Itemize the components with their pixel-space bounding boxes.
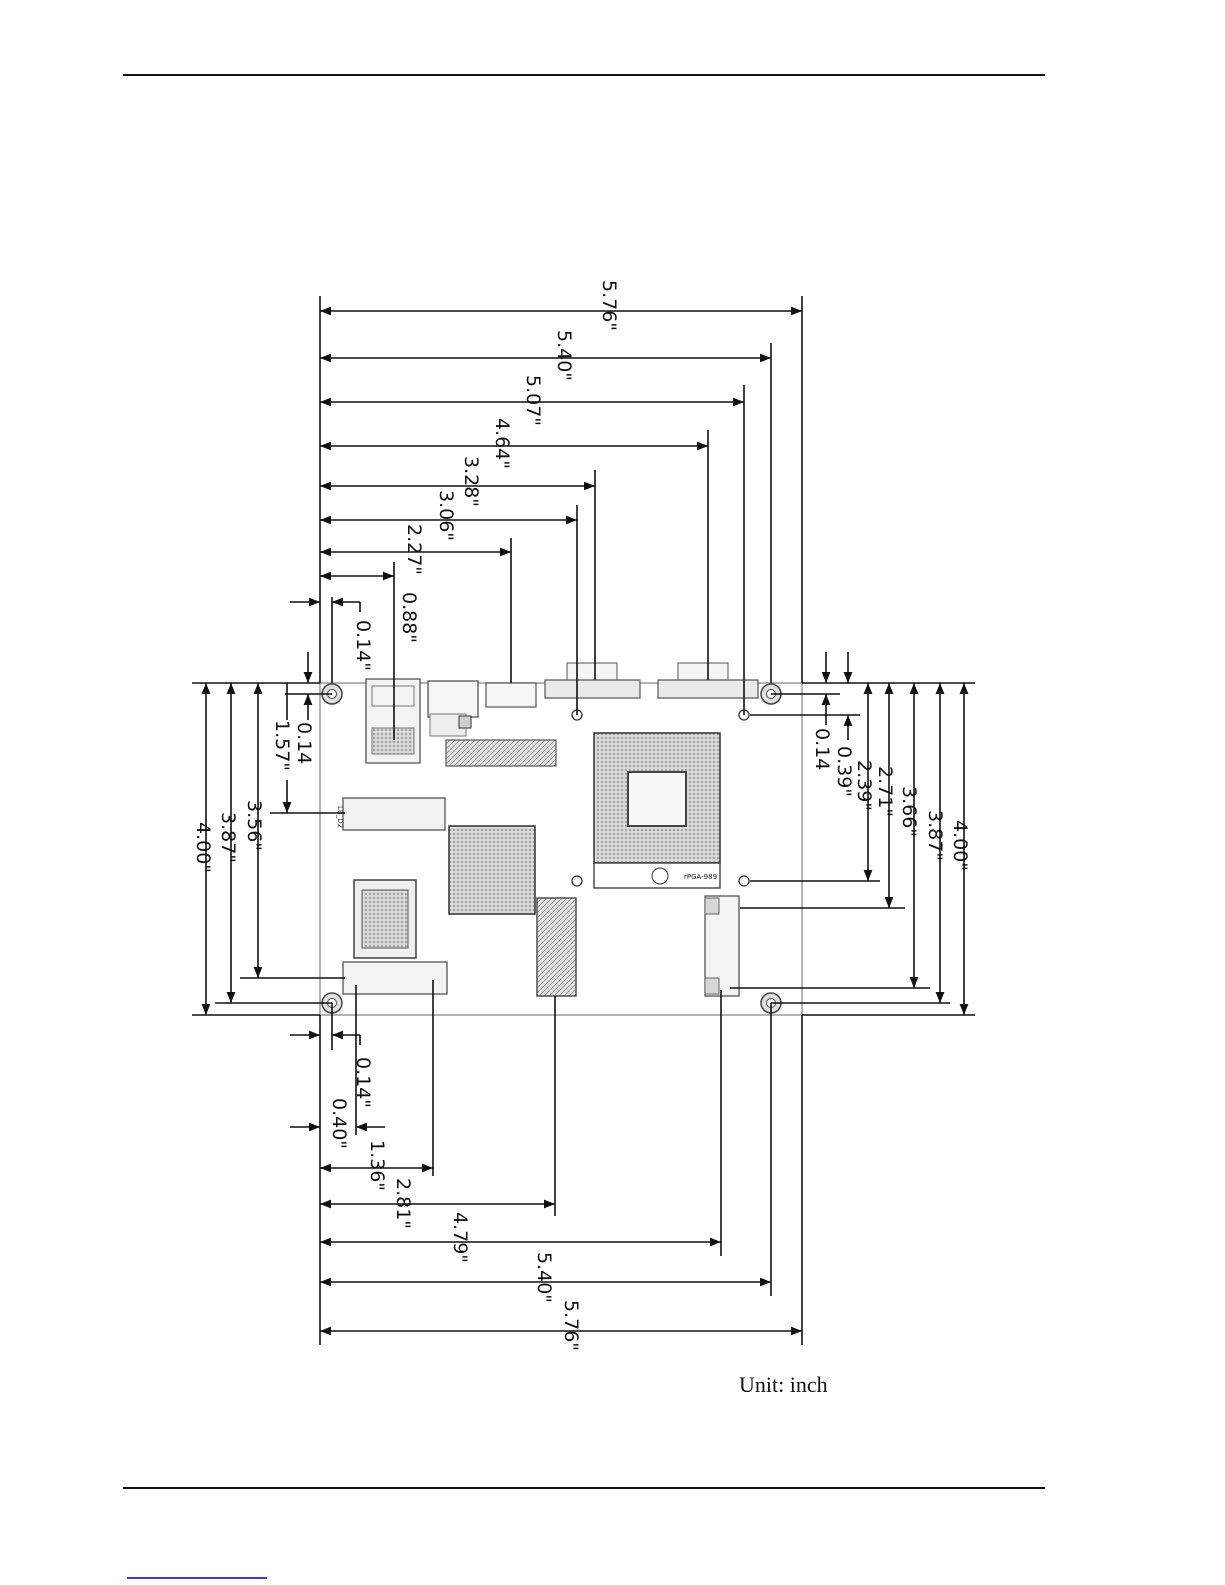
lan-connector-icon — [366, 679, 420, 763]
dim-label: 0.14 — [811, 728, 833, 770]
usb-connector-icon — [428, 681, 478, 736]
header-connector-icon — [486, 683, 536, 707]
footer-link[interactable] — [127, 1577, 267, 1579]
dim-label: 0.39" — [833, 746, 855, 797]
dim-label: 0.14" — [352, 620, 374, 671]
dim-label: 4.00" — [949, 820, 971, 871]
top-dimension-labels: 5.76" 5.40" 5.07" 4.64" 3.28" 3.06" 2.27… — [352, 280, 620, 671]
fiducial-hole-icon — [739, 876, 749, 886]
dim-label: 1.57" — [271, 720, 293, 771]
expansion-slot-icon — [537, 898, 576, 996]
dim-label: 3.06" — [435, 490, 457, 541]
memory-slot-icon: LB_D2 — [336, 798, 445, 830]
dim-label: 5.40" — [533, 1252, 555, 1303]
dim-label: 5.40" — [553, 330, 575, 381]
footer-rule — [123, 1487, 1045, 1489]
dim-label: 5.76" — [560, 1300, 582, 1351]
jumper-label: LB_D2 — [336, 806, 344, 828]
db-connector-icon — [545, 663, 640, 698]
dim-label: 4.79" — [449, 1212, 471, 1263]
board: rPGA-989 LB_D2 — [320, 663, 802, 1015]
pin-header-icon — [446, 740, 556, 766]
chipset-icon — [449, 826, 535, 914]
dim-label: 2.27" — [403, 524, 425, 575]
cpu-socket-icon: rPGA-989 — [594, 733, 720, 888]
dim-label: 4.00" — [192, 822, 214, 873]
dim-label: 0.14 — [293, 722, 315, 764]
dim-label: 2.81" — [392, 1178, 414, 1229]
unit-label: Unit: inch — [739, 1372, 828, 1398]
dim-label: 5.76" — [598, 280, 620, 331]
dim-label: 3.66" — [898, 786, 920, 837]
dim-label: 1.36" — [366, 1140, 388, 1191]
dim-label: 0.14" — [352, 1057, 374, 1108]
dim-label: 5.07" — [522, 375, 544, 426]
dim-label: 3.56" — [243, 800, 265, 851]
dim-label: 2.39" — [853, 760, 875, 811]
left-dimension-labels: 0.14 1.57" 3.56" 3.87" 4.00" — [192, 720, 315, 873]
controller-chip-icon — [354, 880, 416, 958]
dim-label: 0.88" — [398, 592, 420, 643]
fiducial-hole-icon — [572, 876, 582, 886]
chip-label: rPGA-989 — [684, 873, 717, 881]
right-dimension-labels: 0.14 0.39" 2.39" 2.71" 3.66" 3.87" 4.00" — [811, 728, 971, 871]
dim-label: 4.64" — [491, 418, 513, 469]
dim-label: 3.87" — [924, 810, 946, 861]
dim-label: 2.71" — [874, 766, 896, 817]
side-connector-icon — [705, 896, 739, 996]
dim-label: 3.87" — [217, 812, 239, 863]
dim-label: 3.28" — [460, 456, 482, 507]
dim-label: 0.40" — [328, 1098, 350, 1149]
bottom-connector-icon — [343, 962, 447, 994]
